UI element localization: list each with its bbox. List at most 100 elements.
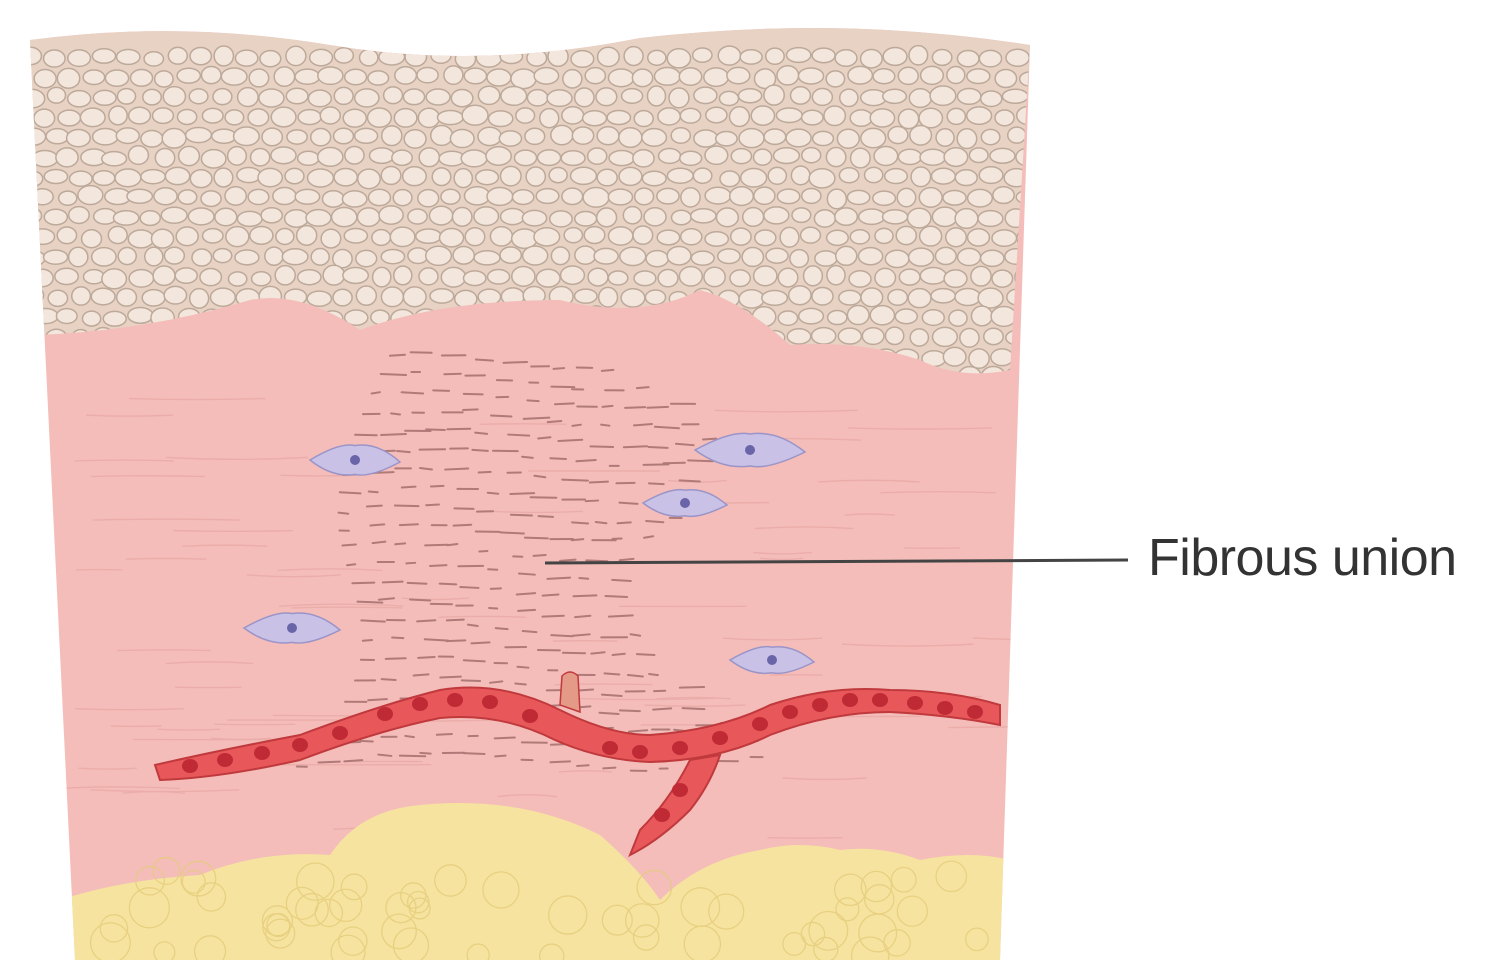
- epidermis-cell: [862, 328, 884, 345]
- epidermis-cell: [1032, 368, 1052, 388]
- epidermis-cell: [534, 68, 558, 84]
- collagen-fiber: [430, 565, 446, 566]
- epidermis-cell: [874, 147, 898, 166]
- epidermis-cell: [298, 151, 319, 165]
- collagen-fiber: [653, 708, 671, 709]
- epidermis-cell: [888, 289, 907, 305]
- red-blood-cell: [937, 701, 953, 715]
- epidermis-cell: [56, 148, 78, 167]
- epidermis-cell: [801, 227, 821, 243]
- red-blood-cell: [632, 745, 648, 759]
- epidermis-cell: [812, 48, 835, 63]
- epidermis-cell: [861, 128, 886, 147]
- epidermis-cell: [575, 88, 594, 107]
- epidermis-cell: [522, 210, 546, 226]
- collagen-fiber: [612, 580, 631, 581]
- epidermis-cell: [512, 190, 533, 205]
- epidermis-cell: [465, 187, 490, 205]
- epidermis-cell: [839, 168, 858, 183]
- epidermis-cell: [164, 247, 184, 264]
- collagen-fiber: [560, 560, 576, 561]
- epidermis-cell: [344, 228, 367, 243]
- epidermis-cell: [549, 168, 567, 183]
- epidermis-cell: [957, 88, 980, 104]
- epidermis-cell: [20, 89, 45, 108]
- epidermis-cell: [804, 266, 823, 286]
- epidermis-cell: [334, 48, 353, 63]
- collagen-fiber: [418, 657, 434, 658]
- collagen-fiber: [426, 505, 439, 506]
- epidermis-cell: [766, 248, 788, 263]
- epidermis-cell: [511, 69, 536, 89]
- collagen-fiber: [395, 505, 419, 506]
- epidermis-cell: [419, 148, 439, 167]
- collagen-fiber: [576, 460, 595, 461]
- collagen-fiber: [524, 418, 550, 419]
- epidermis-cell: [474, 251, 500, 265]
- epidermis-cell: [83, 70, 105, 84]
- epidermis-cell: [237, 211, 262, 226]
- epidermis-cell: [384, 87, 403, 104]
- epidermis-cell: [523, 246, 548, 265]
- epidermis-cell: [802, 188, 821, 203]
- collagen-fiber: [646, 521, 663, 522]
- epidermis-cell: [935, 247, 956, 264]
- collagen-fiber: [647, 407, 668, 408]
- collagen-fiber: [596, 522, 607, 523]
- collagen-fiber: [417, 620, 435, 621]
- epidermis-cell: [681, 188, 700, 207]
- epidermis-cell: [488, 270, 510, 284]
- epidermis-cell: [705, 232, 728, 246]
- epidermis-cell: [59, 191, 77, 205]
- epidermis-cell: [608, 227, 632, 245]
- collagen-fiber: [431, 486, 444, 487]
- collagen-fiber: [625, 407, 645, 408]
- epidermis-cell: [525, 128, 545, 144]
- fibroblast-nucleus: [287, 623, 297, 633]
- epidermis-cell: [92, 248, 116, 266]
- epidermis-cell: [22, 208, 41, 223]
- epidermis-cell: [128, 230, 153, 248]
- epidermis-cell: [68, 50, 91, 66]
- epidermis-cell: [67, 130, 91, 147]
- epidermis-cell: [334, 168, 357, 185]
- epidermis-cell: [828, 310, 847, 324]
- epidermis-cell: [44, 169, 67, 183]
- epidermis-cell: [955, 170, 977, 186]
- epidermis-cell: [908, 289, 931, 308]
- collagen-fiber: [390, 355, 405, 356]
- collagen-fiber: [543, 594, 559, 595]
- epidermis-cell: [885, 250, 909, 267]
- collagen-fiber: [649, 447, 668, 448]
- dermis-strand: [948, 727, 1097, 728]
- epidermis-cell: [476, 48, 501, 67]
- collagen-fiber: [503, 362, 527, 363]
- red-blood-cell: [712, 731, 728, 745]
- epidermis-cell: [995, 69, 1016, 87]
- epidermis-cell: [381, 166, 401, 184]
- epidermis-cell: [200, 268, 222, 285]
- epidermis-cell: [1016, 148, 1040, 166]
- epidermis-cell: [944, 270, 967, 287]
- collagen-fiber: [342, 544, 355, 545]
- fibroblast-nucleus: [745, 445, 755, 455]
- epidermis-cell: [538, 150, 561, 165]
- red-blood-cell: [412, 697, 428, 711]
- epidermis-cell: [82, 311, 100, 326]
- collagen-fiber: [340, 492, 361, 493]
- epidermis-cell: [70, 171, 93, 186]
- red-blood-cell: [842, 693, 858, 707]
- epidermis-cell: [334, 87, 353, 104]
- collagen-fiber: [357, 602, 382, 603]
- dermis-strand: [91, 476, 205, 477]
- epidermis-cell: [957, 50, 979, 66]
- epidermis-cell: [949, 310, 967, 326]
- epidermis-cell: [776, 108, 802, 122]
- collagen-fiber: [402, 487, 416, 488]
- epidermis-cell: [117, 49, 140, 64]
- epidermis-cell: [910, 329, 928, 346]
- epidermis-cell: [658, 270, 678, 287]
- epidermis-cell: [943, 347, 966, 366]
- epidermis-cell: [909, 248, 934, 266]
- epidermis-cell: [78, 186, 103, 205]
